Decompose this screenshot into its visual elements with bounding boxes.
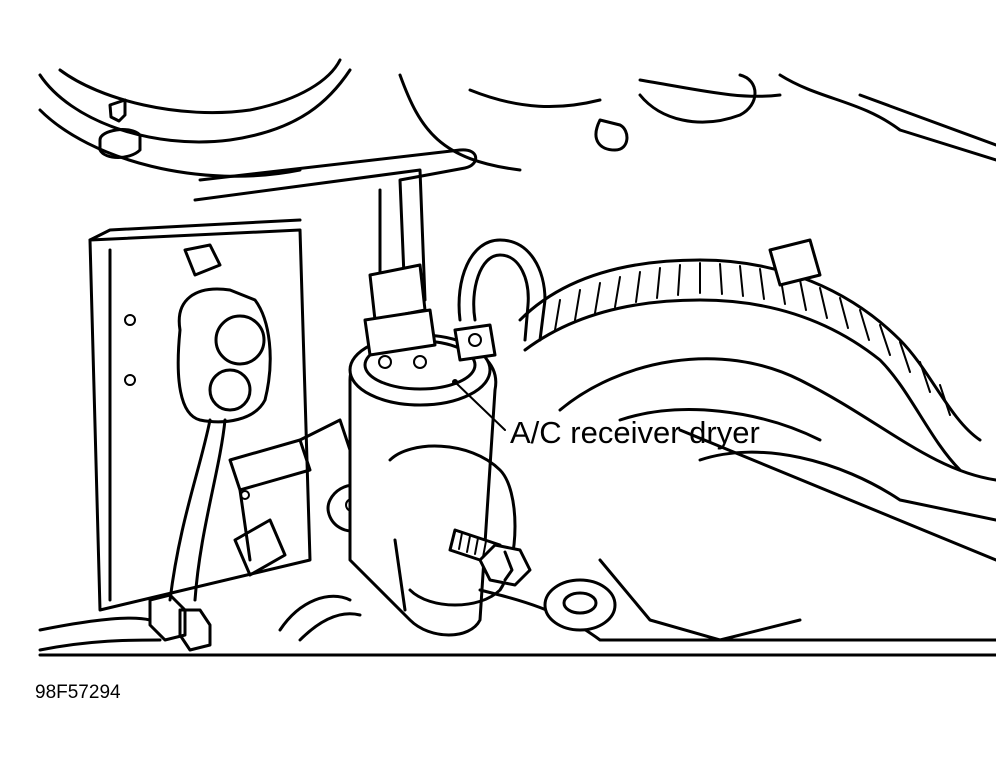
receiver-dryer [348, 333, 517, 637]
electrical-connector [176, 243, 272, 424]
wiring-harness [38, 418, 287, 652]
figure-code: 98F57294 [35, 682, 121, 703]
lower-hose [38, 594, 996, 657]
callout-label: A/C receiver dryer [510, 415, 760, 450]
callout-dot [452, 379, 458, 385]
washer-nut [543, 578, 617, 632]
strut-tower [38, 58, 352, 178]
fender-right [398, 73, 996, 172]
refrigerant-line [193, 148, 478, 302]
corrugated-hose [518, 238, 982, 472]
mounting-bolt [448, 528, 532, 587]
callout-leader [454, 381, 506, 431]
dryer-fittings [363, 263, 497, 369]
loop-pipe [457, 238, 547, 342]
radiator-support [88, 218, 312, 612]
